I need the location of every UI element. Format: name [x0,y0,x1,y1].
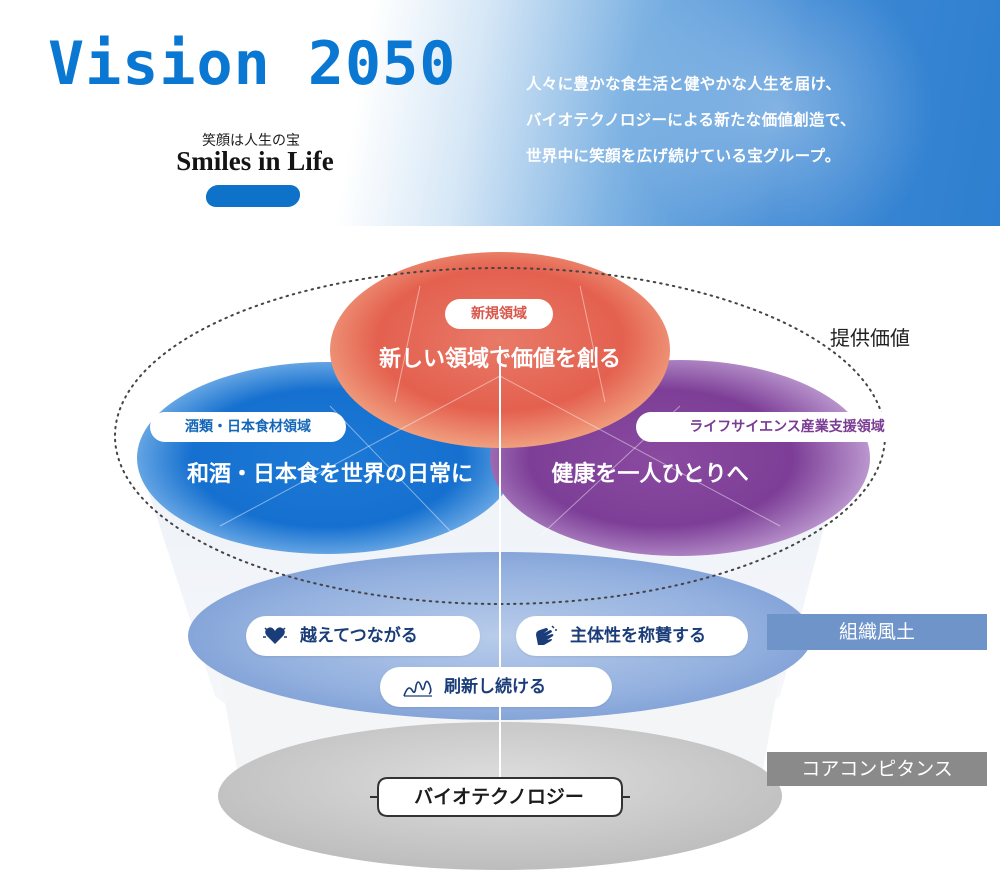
domain-text-new: 新しい領域で価値を創る [378,347,621,372]
header-copy-line: 人々に豊かな食生活と健やかな人生を届け、 [526,75,842,93]
vision-header: Vision 2050 笑顔は人生の宝 Smiles in Life 人々に豊か… [0,0,1000,226]
culture-item-text: 刷新し続ける [444,677,546,697]
header-copy: 人々に豊かな食生活と健やかな人生を届け、 バイオテクノロジーによる新たな価値創造… [526,66,966,174]
diagram-graphics [114,252,886,870]
heart-icon [263,627,287,644]
tagline-underline-decoration [204,185,302,207]
header-copy-line: 世界中に笑顔を広げ続けている宝グループ。 [526,147,841,165]
domain-tag-new: 新規領域 [445,299,553,329]
core-label: コアコンピタンス [767,752,987,786]
value-label: 提供価値 [830,326,910,350]
culture-label: 組織風土 [767,614,987,650]
clapping-hands-icon [536,625,557,645]
tagline-main: Smiles in Life [176,146,334,176]
domain-tag-sake: 酒類・日本食材領域 [150,412,346,442]
culture-item-renew: 刷新し続ける [380,667,612,707]
culture-item-text: 主体性を称賛する [570,626,706,646]
core-tag-shape [377,777,623,817]
domain-text-life: 健康を一人ひとりへ [551,462,749,487]
core-text: バイオテクノロジー [414,786,584,808]
header-copy-line: バイオテクノロジーによる新たな価値創造で、 [526,111,856,129]
culture-item-text: 越えてつながる [300,626,418,646]
domain-tag-life: ライフサイエンス産業支援領域 [636,412,938,442]
header-glow [620,0,940,226]
culture-item-praise: 主体性を称賛する [516,616,748,656]
tagline-sub: 笑顔は人生の宝 [202,133,300,149]
spiral-icon [403,680,432,697]
vision-title: Vision 2050 [48,29,457,99]
domain-text-sake: 和酒・日本食を世界の日常に [186,462,473,487]
vision-diagram: 新規領域 酒類・日本食材領域 ライフサイエンス産業支援領域 新しい領域で価値を創… [0,226,1000,873]
culture-item-connect: 越えてつながる [246,616,480,656]
